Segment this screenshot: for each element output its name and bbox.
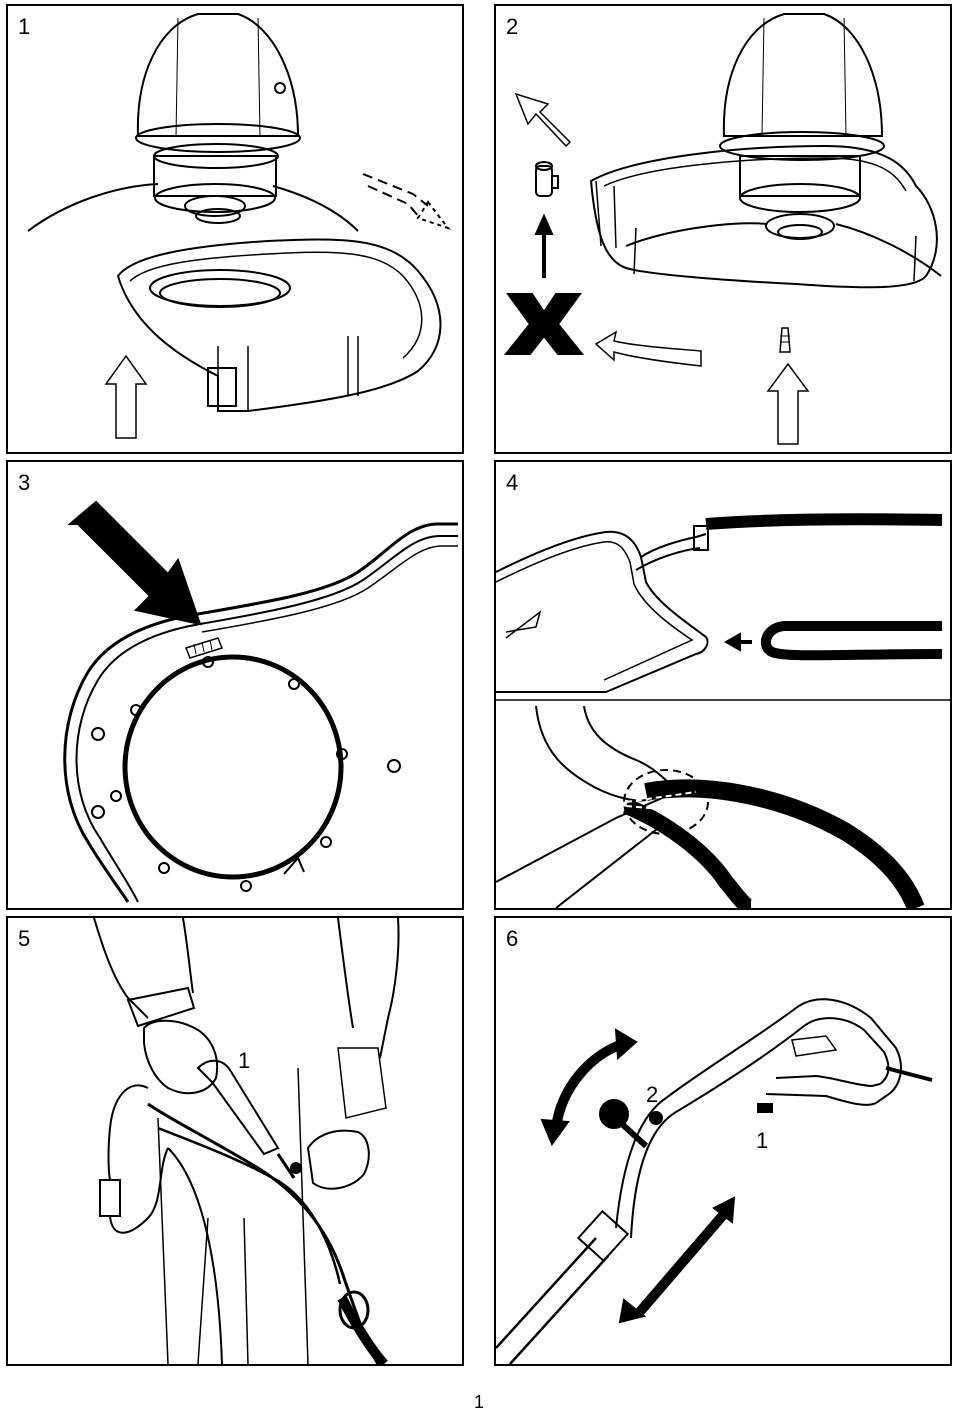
panel-number: 3 — [18, 470, 31, 495]
panel-number: 1 — [18, 14, 31, 39]
switch-handle-grip-illustration — [93, 918, 400, 1364]
page-number: 1 — [474, 1392, 485, 1412]
panel-number: 6 — [506, 926, 519, 951]
panel-4: 4 — [494, 460, 952, 910]
callout-1: 1 — [238, 1048, 251, 1073]
panel-number: 2 — [506, 14, 519, 39]
panel-number: 4 — [506, 470, 519, 495]
guard-fitting-illustration — [503, 13, 942, 445]
handle-adjustment-illustration — [496, 998, 933, 1364]
panel-3: 3 — [6, 460, 464, 910]
cable-strain-relief-illustration — [496, 513, 950, 908]
panel-5: 5 1 — [6, 916, 464, 1366]
guard-removal-illustration — [27, 13, 451, 439]
callout-2: 2 — [646, 1082, 659, 1107]
guard-detail-illustration — [63, 500, 458, 903]
panel-1: 1 — [6, 4, 464, 454]
panel-2: 2 — [494, 4, 952, 454]
callout-1: 1 — [756, 1128, 769, 1153]
panel-number: 5 — [18, 926, 31, 951]
panel-6: 6 2 1 — [494, 916, 952, 1366]
